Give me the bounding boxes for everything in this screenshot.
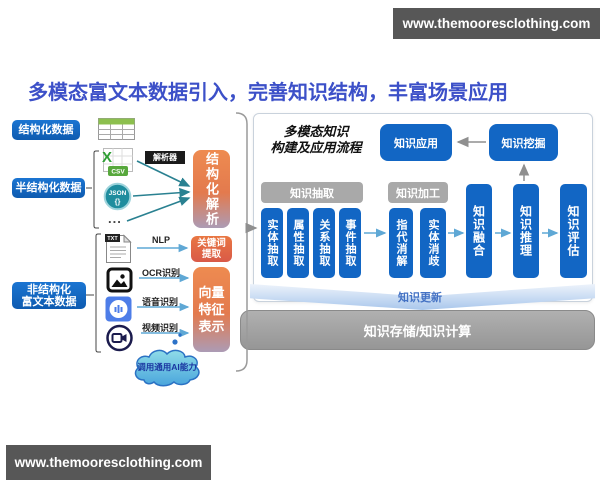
- table-icon: [98, 118, 135, 140]
- footer-site-url: www.themooresclothing.com: [14, 455, 203, 470]
- entity-extract-label: 实体抽取: [266, 219, 278, 267]
- method-label-video: 视频识别: [142, 323, 179, 333]
- category-semistructured-data: 半结构化数据: [12, 178, 85, 198]
- json-braces: {}: [115, 197, 121, 206]
- attribute-extract-label: 属性抽取: [292, 219, 304, 267]
- entity-extract-box: 实体抽取: [261, 208, 283, 278]
- cloud-label: 调用通用AI能力: [137, 362, 197, 372]
- json-label: JSON: [109, 190, 127, 197]
- keyword-extract-line1: 关键词: [197, 238, 226, 249]
- excel-csv-icon: X CSV: [102, 148, 133, 176]
- category-label: 结构化数据: [18, 124, 74, 136]
- category-label-line1: 非结构化: [27, 283, 71, 296]
- vector-feature-line3: 表示: [198, 319, 225, 334]
- flow-panel-title-line1: 多模态知识: [283, 124, 349, 139]
- process-group-header: 知识加工: [388, 182, 448, 203]
- event-extract-box: 事件抽取: [339, 208, 361, 278]
- category-label-line2: 富文本数据: [21, 295, 77, 308]
- group-brackets: [86, 150, 101, 353]
- disambiguation-label: 实体消歧: [427, 219, 439, 267]
- knowledge-evaluation-box: 知识评估: [560, 184, 587, 278]
- cloud-bubbles: [172, 333, 182, 345]
- vector-feature-line1: 向量: [198, 285, 225, 300]
- excel-x-glyph: X: [102, 149, 112, 166]
- vector-feature-box: 向量 特征 表示: [193, 267, 230, 352]
- category-structured-data: 结构化数据: [12, 120, 80, 140]
- category-label: 半结构化数据: [15, 182, 82, 194]
- slide-title: 多模态富文本数据引入，完善知识结构，丰富场景应用: [28, 82, 508, 104]
- knowledge-reasoning-label: 知识推理: [518, 205, 533, 257]
- event-extract-label: 事件抽取: [344, 219, 356, 267]
- teal-parse-arrows: [126, 160, 191, 222]
- extract-group-header: 知识抽取: [261, 182, 363, 203]
- audio-icon: [105, 296, 132, 322]
- coreference-label: 指代消解: [395, 219, 407, 267]
- csv-tag: CSV: [111, 169, 125, 176]
- structured-parse-label: 结构化解析: [204, 151, 219, 227]
- flow-panel-title-line2: 构建及应用流程: [270, 140, 362, 155]
- method-label-ocr: OCR识别: [142, 268, 180, 278]
- vector-feature-line2: 特征: [198, 302, 225, 317]
- category-unstructured-data: 非结构化 富文本数据: [12, 282, 86, 309]
- json-icon: JSON {}: [103, 182, 132, 211]
- knowledge-fusion-box: 知识融合: [466, 184, 492, 278]
- knowledge-application-box: 知识应用: [380, 124, 452, 161]
- knowledge-mining-box: 知识挖掘: [489, 124, 558, 161]
- knowledge-evaluation-label: 知识评估: [566, 205, 580, 257]
- knowledge-fusion-label: 知识融合: [471, 205, 486, 257]
- keyword-extract-line2: 提取: [201, 249, 221, 260]
- coreference-box: 指代消解: [389, 208, 413, 278]
- video-icon: [106, 324, 133, 352]
- footer-site-bar: www.themooresclothing.com: [6, 445, 211, 480]
- knowledge-reasoning-box: 知识推理: [513, 184, 539, 278]
- knowledge-update-label: 知识更新: [398, 292, 442, 304]
- image-icon: [106, 267, 133, 293]
- disambiguation-box: 实体消歧: [420, 208, 446, 278]
- relation-extract-label: 关系抽取: [318, 219, 330, 267]
- relation-extract-box: 关系抽取: [313, 208, 335, 278]
- parser-tag: 解析器: [145, 151, 185, 164]
- method-label-nlp: NLP: [152, 235, 170, 245]
- flow-panel-title: 多模态知识 构建及应用流程: [261, 124, 371, 156]
- knowledge-storage-bar: 知识存储/知识计算: [240, 310, 595, 350]
- txt-file-icon: TXT: [105, 234, 132, 263]
- header-site-bar: www.themooresclothing.com: [393, 8, 600, 39]
- header-site-url: www.themooresclothing.com: [402, 16, 591, 31]
- attribute-extract-box: 属性抽取: [287, 208, 309, 278]
- cloud-shape: [134, 349, 200, 387]
- txt-tag: TXT: [107, 236, 118, 242]
- structured-parse-box: 结构化解析: [193, 150, 230, 228]
- method-label-asr: 语音识别: [142, 297, 179, 307]
- keyword-extract-box: 关键词 提取: [191, 236, 232, 262]
- more-sources-ellipsis: ...: [108, 211, 122, 226]
